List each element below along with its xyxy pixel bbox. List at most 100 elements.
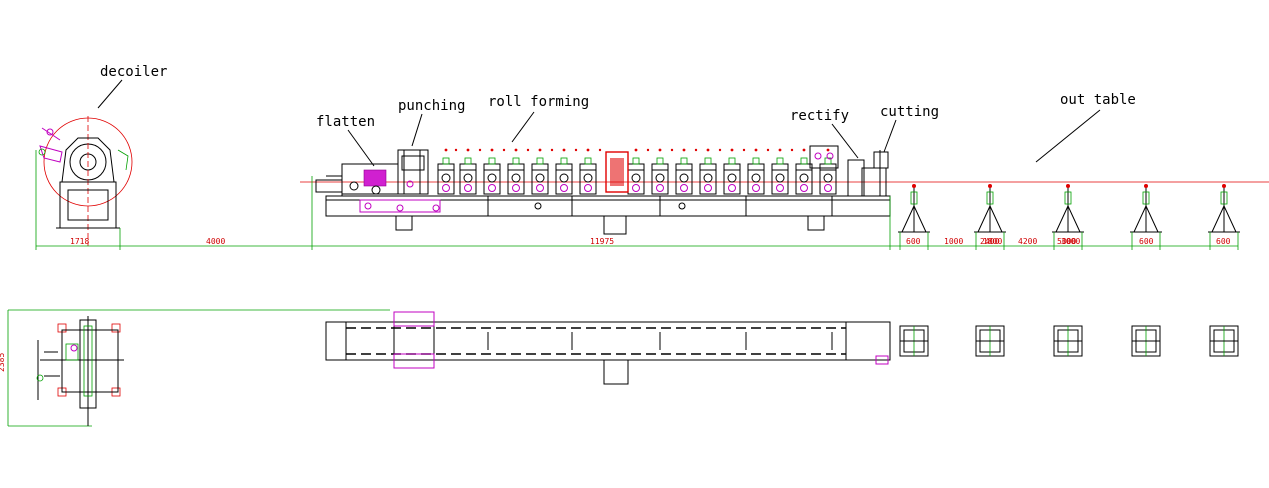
label-out-table: out table [1060,92,1136,108]
roll-marker [574,148,578,152]
label-punching: punching [398,98,465,114]
dim-plan-width: 2385 [0,353,6,372]
roll-stations [437,145,839,195]
rectify-unit [809,145,839,169]
roll-marker [502,148,506,152]
out-table-stand [898,184,930,233]
table-roller [912,184,916,188]
table-roller [1144,184,1148,188]
leader-rectify [831,123,859,159]
roll-markers [444,148,830,152]
dim-decoiler-width: 1718 [70,237,89,246]
rectify-roller [826,152,834,160]
label-flatten: flatten [316,114,375,130]
roll-marker [742,148,746,152]
out-table-stand [1130,184,1162,233]
roll-marker [826,148,830,152]
roll-station [579,157,597,195]
roll-marker [670,148,674,152]
table-roller [1066,184,1070,188]
out-table-stand [1208,184,1240,233]
roll-station [651,157,669,195]
rectify-roller [814,152,822,160]
out-table-stand [1052,184,1084,233]
leader-decoiler [97,79,123,109]
dim-table-4: 600 [1139,237,1154,246]
roll-marker [778,148,782,152]
roll-marker [790,148,794,152]
roll-station [483,157,501,195]
dim-overlap-c: 5000 [1057,237,1076,246]
roll-marker [646,148,650,152]
roll-station [771,157,789,195]
dim-gap-1: 1000 [944,237,963,246]
roll-marker [562,148,566,152]
label-roll-forming: roll forming [488,94,589,110]
dim-overlap-b: 1800 [983,237,1002,246]
roll-station [819,157,837,195]
roll-station [555,157,573,195]
label-rectify: rectify [790,108,849,124]
punch-die-highlight [605,151,629,193]
roll-marker [730,148,734,152]
out-table-plan [1209,325,1239,357]
dim-line-length: 11975 [590,237,614,246]
roll-station [675,157,693,195]
dim-gap-2: 4200 [1018,237,1037,246]
leader-cutting [883,119,897,153]
roll-station [507,157,525,195]
decoiler-elevation [38,116,133,246]
forming-line-plan [325,311,891,385]
roll-marker [444,148,448,152]
roll-marker [550,148,554,152]
leader-flatten [347,129,375,167]
dim-gap-to-line: 4000 [206,237,225,246]
roll-marker [682,148,686,152]
roll-marker [634,148,638,152]
roll-marker [526,148,530,152]
leader-punching [411,113,423,147]
roll-marker [586,148,590,152]
roll-marker [454,148,458,152]
forming-line-elevation [315,149,891,235]
out-table-plan [899,325,929,357]
dim-overlap-d: 3000 [1061,237,1080,246]
table-roller [988,184,992,188]
roll-marker [598,148,602,152]
out-table-plan [1053,325,1083,357]
leader-out-table [1035,109,1101,163]
dim-overlap-a: 2400 [980,237,999,246]
roll-marker [706,148,710,152]
roll-marker [718,148,722,152]
roll-station [747,157,765,195]
roll-marker [694,148,698,152]
roll-station [699,157,717,195]
dim-table-1: 600 [906,237,921,246]
roll-station [723,157,741,195]
roll-marker [514,148,518,152]
label-cutting: cutting [880,104,939,120]
out-tables-plan [899,325,1239,357]
leader-roll-forming [511,111,535,143]
table-roller [1222,184,1226,188]
roll-marker [490,148,494,152]
roll-marker [658,148,662,152]
roll-station [531,157,549,195]
out-tables-elevation [898,184,1240,233]
roll-station [795,157,813,195]
roll-marker [754,148,758,152]
roll-station [627,157,645,195]
roll-marker [802,148,806,152]
dim-table-5: 600 [1216,237,1231,246]
out-table-plan [1131,325,1161,357]
roll-station [437,157,455,195]
roll-marker [478,148,482,152]
roll-marker [466,148,470,152]
decoiler-plan [7,309,390,427]
label-decoiler: decoiler [100,64,167,80]
roll-station [459,157,477,195]
out-table-stand [974,184,1006,233]
roll-marker [538,148,542,152]
roll-marker [766,148,770,152]
